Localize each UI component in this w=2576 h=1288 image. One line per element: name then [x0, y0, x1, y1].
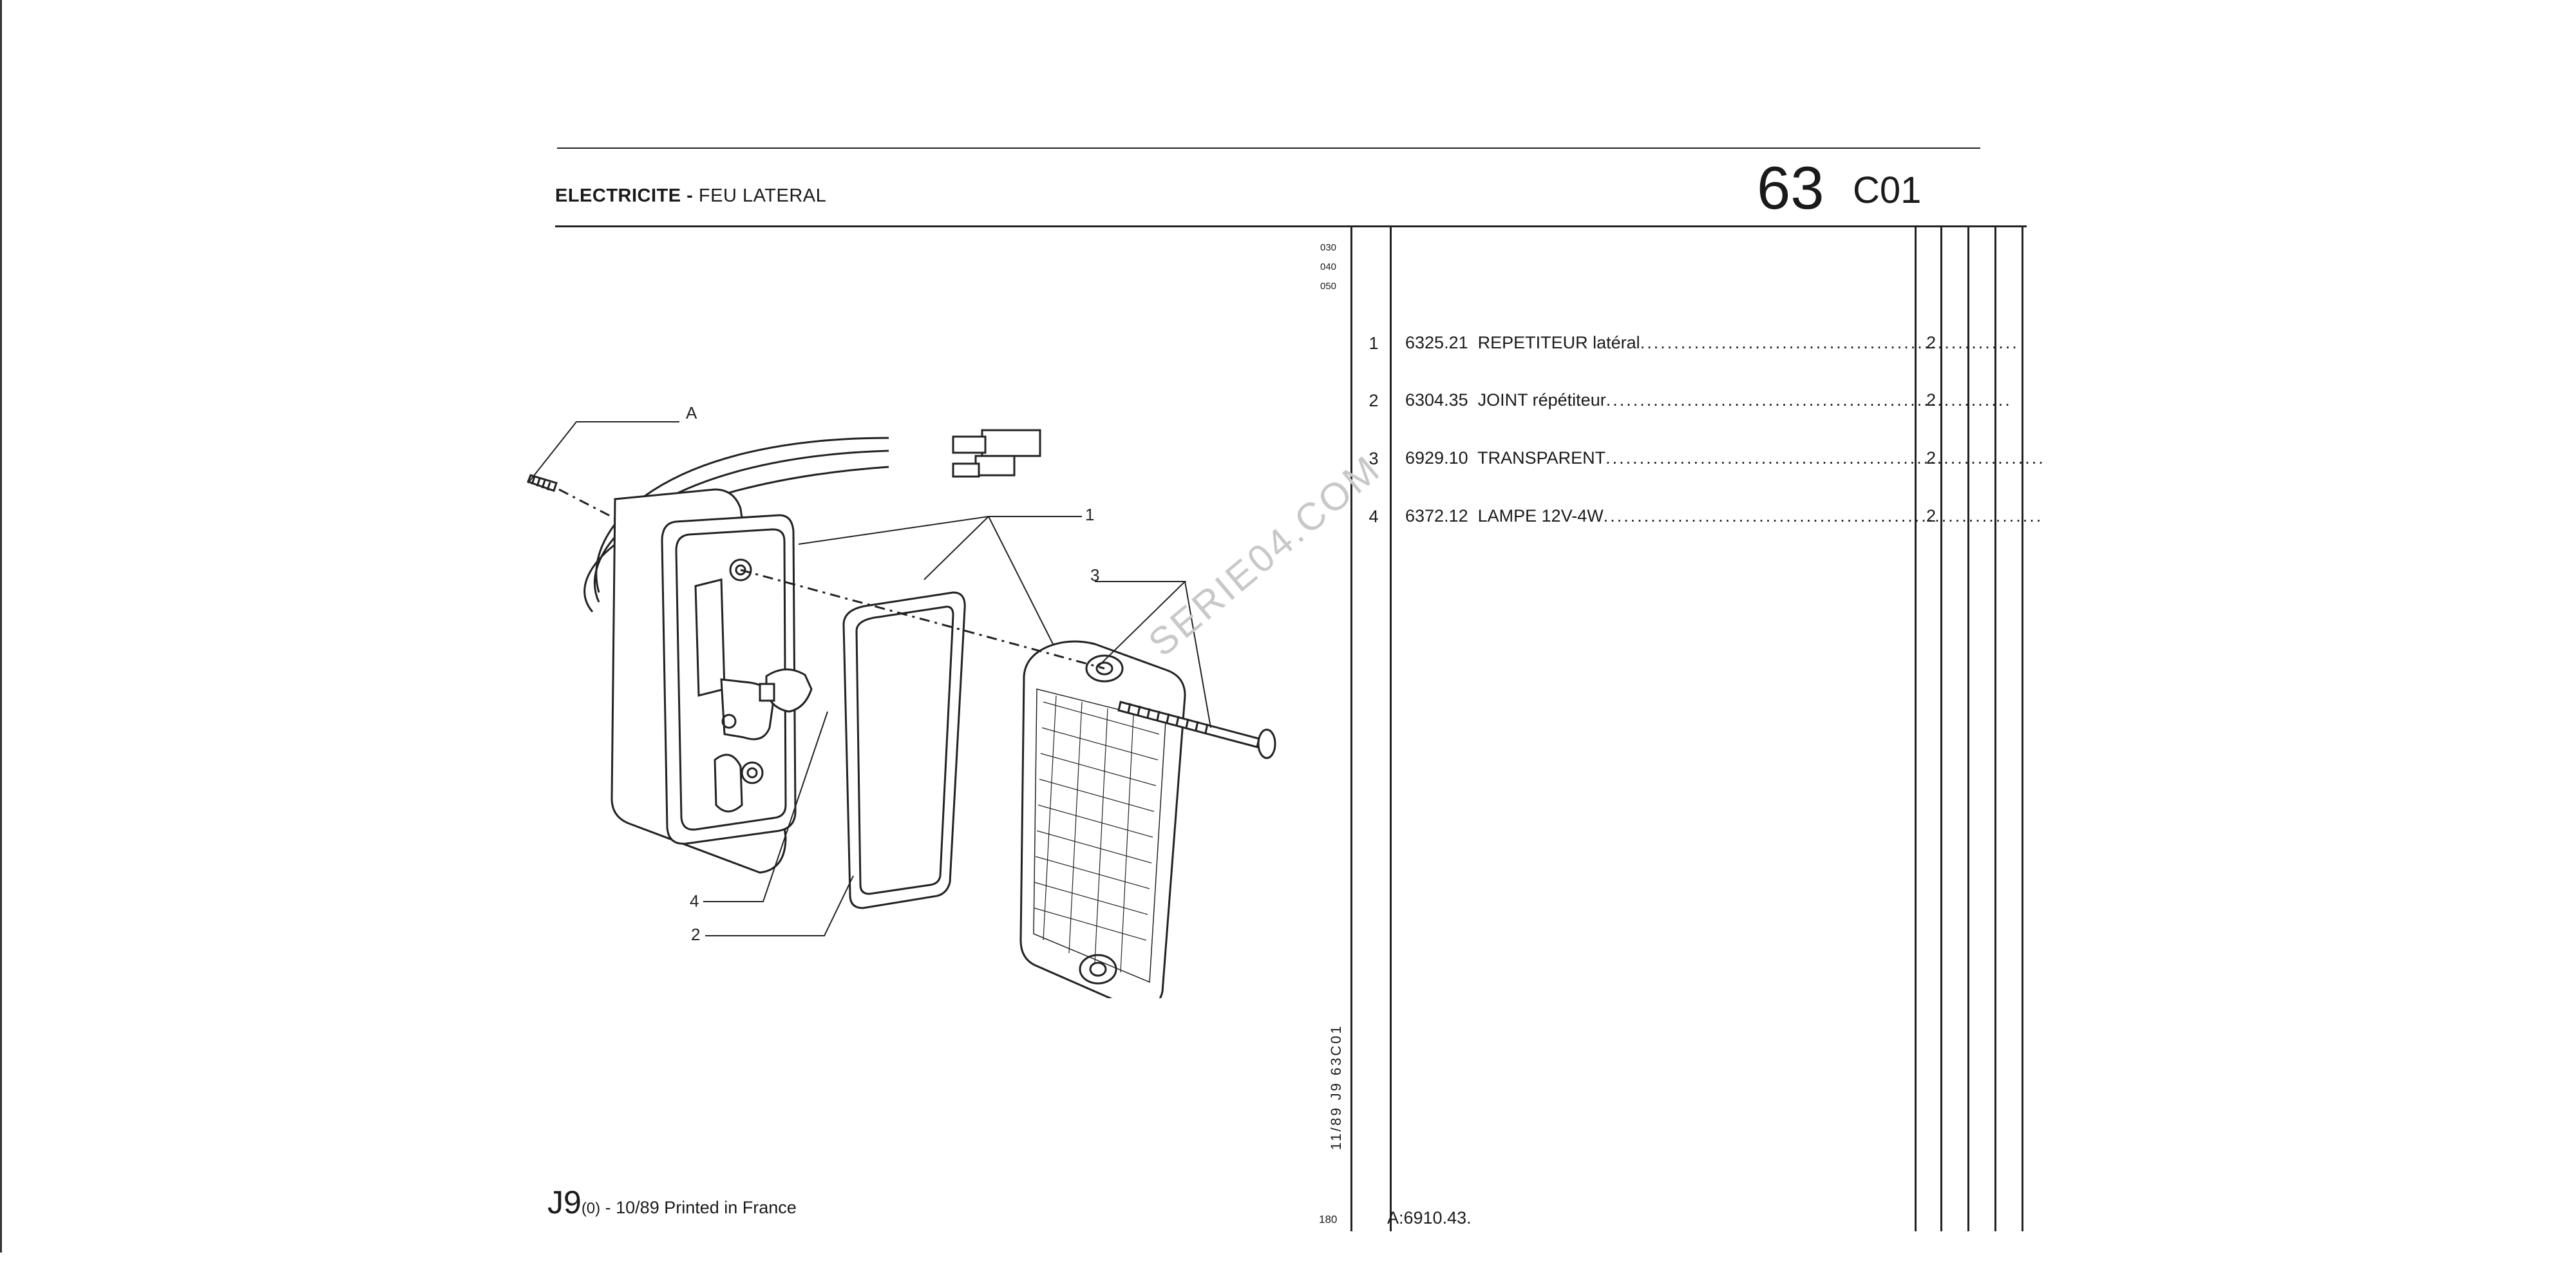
- part-quantity: 2: [1926, 390, 1937, 410]
- leader-line: [527, 421, 679, 484]
- table-rule-qty-left: [1915, 227, 1917, 1231]
- screw: [1117, 701, 1276, 759]
- title-section: ELECTRICITE: [555, 185, 681, 206]
- table-rule-right: [2022, 227, 2023, 1231]
- part-number: 3: [1368, 449, 1379, 468]
- part-description: TRANSPARENT: [1477, 448, 1606, 468]
- part-description: JOINT répétiteur: [1477, 390, 1606, 410]
- callout-label: A: [686, 403, 697, 422]
- part-row: 6325.21 REPETITEUR latéral..............…: [1405, 333, 2019, 352]
- footer-print-info: J9(0) - 10/89 Printed in France: [547, 1184, 797, 1221]
- part-quantity: 2: [1926, 506, 1937, 526]
- connector: [952, 429, 1041, 478]
- callout-label: 3: [1090, 565, 1099, 585]
- table-rule-col3: [1967, 227, 1969, 1231]
- margin-code: 030: [1320, 242, 1337, 253]
- table-rule-qty-right: [1940, 227, 1942, 1231]
- page-number: 63: [1757, 154, 1824, 222]
- footer-reference: A:6910.43.: [1387, 1208, 1472, 1227]
- part-description: REPETITEUR latéral: [1477, 333, 1640, 352]
- margin-code: 040: [1320, 261, 1337, 272]
- leader-line: [1095, 581, 1211, 728]
- page-code: C01: [1853, 169, 1922, 211]
- part-ref: 6929.10: [1405, 448, 1468, 468]
- exploded-diagram: A 1 3 4 2: [527, 403, 1276, 998]
- part-ref: 6304.35: [1405, 390, 1468, 410]
- gasket: [842, 591, 966, 909]
- bulb: [759, 668, 813, 713]
- page-title: ELECTRICITE - FEU LATERAL: [555, 185, 826, 207]
- footer-main: J9: [547, 1184, 582, 1220]
- margin-codes: 030 040 050: [1320, 238, 1336, 296]
- vertical-code: 11/89 J9 63C01: [1327, 1018, 1346, 1159]
- margin-code: 050: [1320, 281, 1337, 292]
- footer-rest: - 10/89 Printed in France: [600, 1198, 797, 1217]
- footer-page-small: 180: [1319, 1213, 1338, 1226]
- lens: [1019, 640, 1186, 998]
- title-separator: -: [681, 185, 699, 206]
- part-description: LAMPE 12V-4W: [1477, 506, 1604, 526]
- table-rule-num: [1390, 227, 1392, 1231]
- part-ref: 6372.12: [1405, 506, 1468, 526]
- part-ref: 6325.21: [1405, 333, 1468, 352]
- callout-label: 4: [690, 891, 699, 911]
- part-row: 6304.35 JOINT répétiteur................…: [1405, 390, 2012, 410]
- leader-line: [703, 711, 828, 902]
- title-subsection: FEU LATERAL: [698, 185, 827, 206]
- header-top-rule: [557, 147, 1980, 149]
- part-number: 4: [1368, 507, 1379, 526]
- table-rule-left: [1350, 227, 1352, 1231]
- leader-line: [798, 516, 1082, 645]
- part-quantity: 2: [1926, 448, 1937, 468]
- callout-label: 1: [1085, 505, 1094, 524]
- vertical-code-text: 11/89 J9 63C01: [1328, 1024, 1344, 1150]
- housing: [611, 488, 797, 874]
- leader-line: [705, 875, 854, 936]
- page-edge: [0, 0, 2, 1253]
- axis-line: [740, 569, 1105, 670]
- callout-label: 2: [691, 925, 700, 944]
- footer-sub: (0): [581, 1200, 601, 1217]
- part-number: 1: [1368, 334, 1379, 353]
- part-number: 2: [1368, 391, 1379, 410]
- part-row: 6929.10 TRANSPARENT.....................…: [1405, 448, 2045, 468]
- wire: [595, 437, 889, 593]
- part-quantity: 2: [1926, 333, 1937, 352]
- screw-a: [527, 474, 558, 492]
- part-row: 6372.12 LAMPE 12V-4W....................…: [1405, 506, 2043, 526]
- header-bottom-rule: [555, 225, 2027, 227]
- table-rule-col4: [1994, 227, 1996, 1231]
